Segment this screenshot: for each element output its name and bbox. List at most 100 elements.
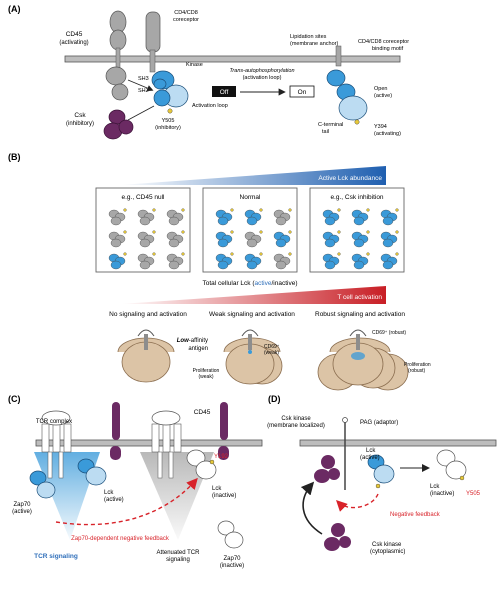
panel-c-label: (C) — [8, 394, 21, 404]
lck-active-c — [77, 458, 107, 486]
lck-active-sub-c: (active) — [104, 497, 124, 503]
zap70-active-label: Zap70 — [13, 502, 31, 508]
cd69-robust-label: CD69⁺ (robust) — [372, 330, 406, 336]
state3-label: Robust signaling and activation — [315, 311, 405, 318]
cd45-purple-left — [110, 402, 121, 460]
attenuated-label: Attenuated TCR — [157, 550, 201, 556]
zap70-inactive-label: Zap70 — [223, 556, 241, 562]
cd45-activation-arrow — [127, 79, 154, 92]
y505-sub-label: (inhibitory) — [155, 125, 181, 131]
y505-label-d: Y505 — [466, 491, 481, 497]
prolif-robust-label: Proliferation — [404, 362, 431, 368]
lck-open-active — [326, 45, 368, 125]
panel-d-label: (D) — [268, 394, 281, 404]
lck-inactive-molecule — [273, 208, 292, 226]
lck-active-molecule — [322, 230, 341, 248]
lck-inactive-d — [436, 449, 467, 481]
prolif-robust-sub: (robust) — [408, 368, 426, 374]
csk-membrane-protein — [314, 455, 340, 483]
cells-weak-signaling — [223, 329, 283, 385]
y505-label: Y505 — [162, 118, 175, 124]
y394-sub-label: (activating) — [374, 131, 401, 137]
abundance-label: Active Lck abundance — [318, 175, 382, 182]
lck-active-molecule — [380, 252, 399, 270]
lck-active-molecule — [273, 230, 292, 248]
zap70-feedback-label: Zap70-dependent negative feedback — [71, 536, 170, 542]
cd45-protein — [105, 10, 129, 101]
prolif-weak-label: Proliferation — [193, 368, 220, 374]
lck-inactive-molecule — [137, 230, 156, 248]
zap70-inactive-protein — [217, 520, 244, 549]
negative-feedback-label: Negative feedback — [390, 512, 441, 518]
lck-active-molecule — [322, 252, 341, 270]
open-sub-label: (active) — [374, 93, 392, 99]
csk-protein-a — [103, 109, 134, 140]
csk-sub-label: (inhibitory) — [66, 121, 94, 127]
panel-c: (C) TCR complex Zap70 — [8, 394, 263, 569]
pag-label: PAG (adaptor) — [360, 420, 398, 426]
tcr-signaling-label: TCR signaling — [34, 553, 78, 560]
csk-label: Csk — [74, 112, 86, 119]
off-box — [212, 86, 236, 97]
membrane-c — [35, 439, 263, 447]
panel-a: (A) CD45 (activating) CD4/CD8 coreceptor — [8, 4, 409, 140]
cterm-label: C-terminal — [318, 122, 343, 128]
lck-active-molecule — [351, 230, 370, 248]
sh3-label: SH3 — [138, 76, 149, 82]
lck-active-molecule — [351, 208, 370, 226]
pag-adaptor — [342, 417, 348, 490]
lipidation-label: Lipidation sites — [290, 34, 327, 40]
lck-active-molecule — [215, 230, 234, 248]
lck-active-molecule — [380, 230, 399, 248]
cd45-label-c: CD45 — [194, 409, 211, 416]
activation-gradient — [120, 286, 386, 304]
lck-active-label-d: Lck — [366, 448, 376, 454]
panel-a-label: (A) — [8, 4, 21, 14]
activation-loop-label: Activation loop — [192, 103, 228, 109]
lck-inactive-label-c: Lck — [212, 486, 222, 492]
panel-d: (D) PAG (adaptor) Csk kinase (membrane l… — [267, 394, 497, 555]
antigen-label: antigen — [188, 346, 208, 352]
csk-cytoplasmic-protein — [324, 523, 351, 551]
zap70-active-protein — [29, 470, 56, 499]
lck-active-molecule — [322, 208, 341, 226]
tcr-complex-label: TCR complex — [36, 419, 72, 425]
csk-cytoplasmic-label: Csk kinase — [372, 542, 402, 548]
lck-inactive-molecule — [137, 252, 156, 270]
csk-inhibition-line — [127, 105, 155, 121]
lck-active-molecule — [215, 252, 234, 270]
prolif-weak-sub: (weak) — [198, 374, 213, 380]
cd45-purple-right — [218, 402, 229, 460]
lck-inactive-c — [186, 449, 217, 480]
binding-motif-sub-label: binding motif — [372, 46, 404, 52]
lck-closed-inactive — [151, 70, 189, 114]
lck-active-molecule — [215, 208, 234, 226]
box2-label: Normal — [240, 194, 262, 201]
lipidation-sub-label: (membrane anchor) — [290, 41, 338, 47]
lck-active-molecule — [108, 252, 127, 270]
activation-label: T cell activation — [337, 294, 382, 301]
cterm-sub-label: tail — [322, 129, 329, 135]
lck-inactive-molecule — [244, 230, 263, 248]
coreceptor-protein — [145, 11, 161, 73]
lck-active-molecule — [244, 252, 263, 270]
negative-feedback-arrow — [336, 493, 379, 512]
box1-label: e.g., CD45 null — [122, 194, 166, 201]
abundance-gradient — [120, 166, 386, 185]
lck-active-molecule — [244, 208, 263, 226]
open-label: Open — [374, 86, 387, 92]
lck-inactive-molecule — [273, 252, 292, 270]
kinase-label: Kinase — [186, 62, 203, 68]
lck-inactive-molecule — [108, 230, 127, 248]
zap70-inactive-sub: (inactive) — [220, 563, 244, 569]
binding-motif-label: CD4/CD8 coreceptor — [358, 39, 409, 45]
cd45-label: CD45 — [66, 31, 83, 38]
lck-active-sub-d: (active) — [360, 455, 380, 461]
panel-b-label: (B) — [8, 152, 21, 162]
cells-robust-signaling — [317, 329, 409, 391]
csk-cytoplasmic-sub: (cytoplasmic) — [370, 549, 405, 555]
state1-label: No signaling and activation — [109, 311, 187, 318]
lck-inactive-molecule — [166, 252, 185, 270]
off-label: Off — [220, 89, 229, 96]
sh2-label: SH2 — [138, 88, 149, 94]
